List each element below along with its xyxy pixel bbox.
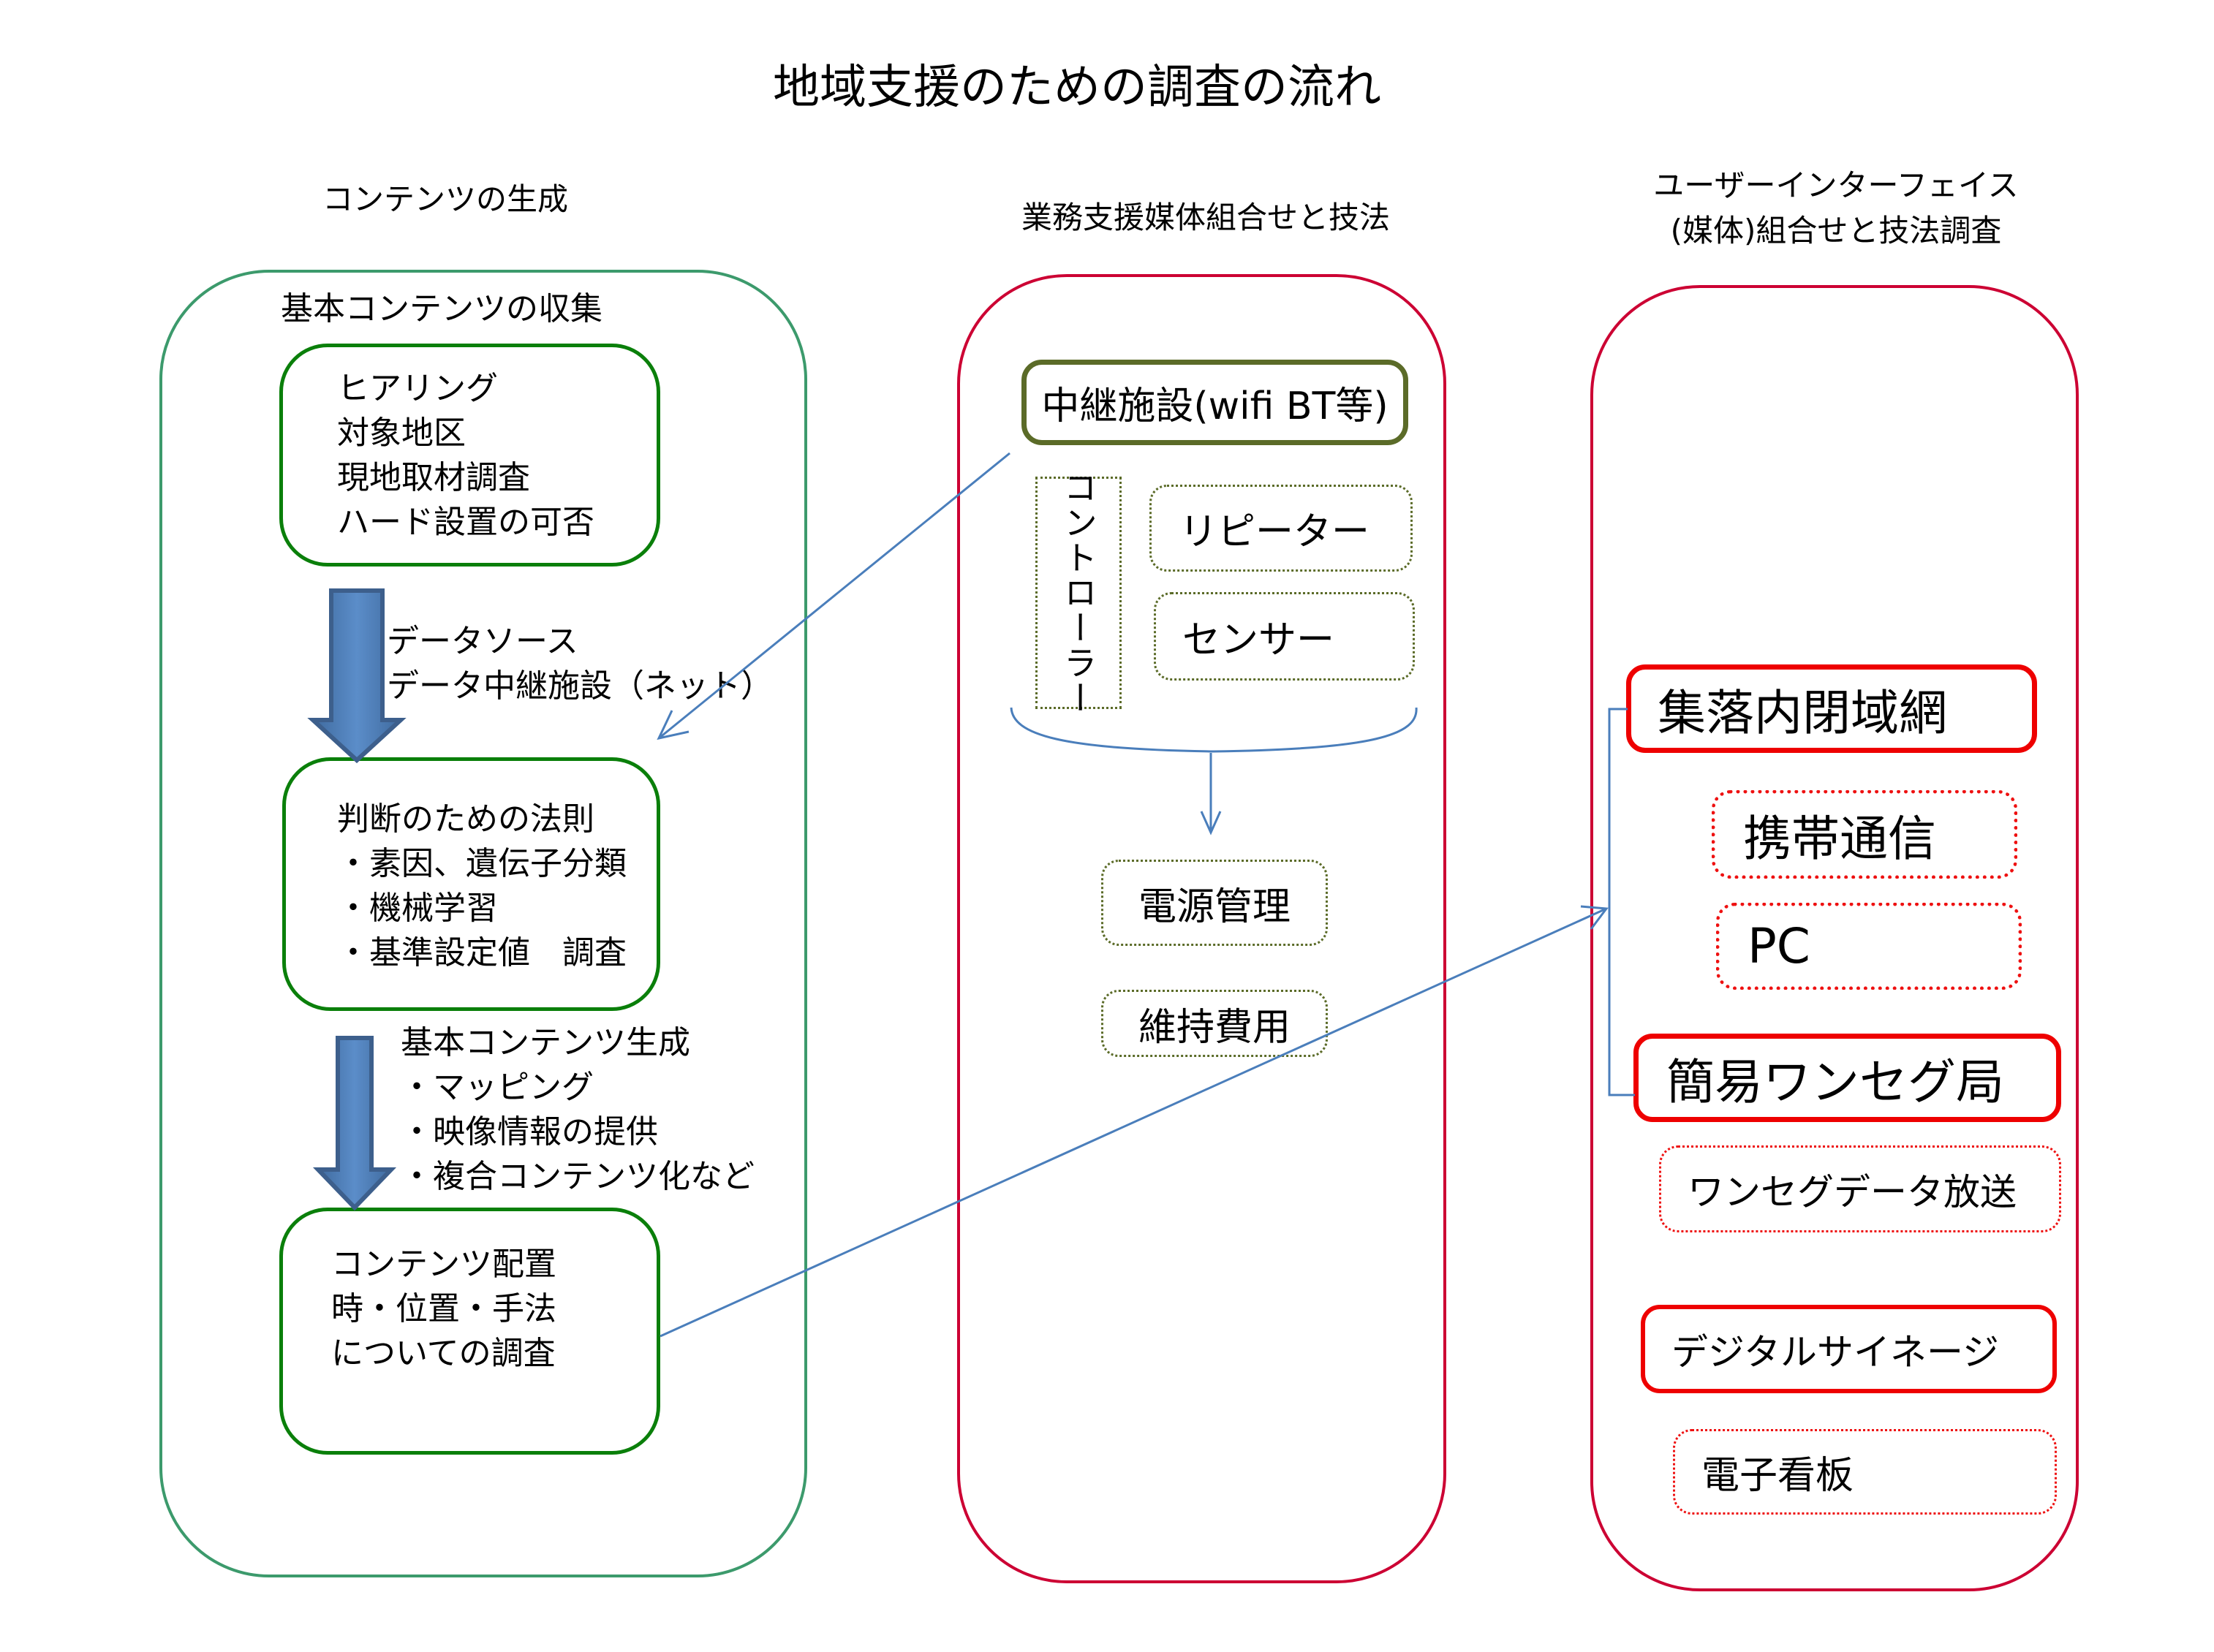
rules-box: 判断のための法則 ・素因、遺伝子分類 ・機械学習 ・基準設定値 調査 [282, 757, 660, 1011]
sensor-box: センサー [1154, 592, 1415, 681]
pc-label: PC [1748, 918, 1810, 974]
controller-box: コントローラー [1035, 470, 1122, 716]
diagram-title: 地域支援のための調査の流れ [773, 61, 1381, 115]
repeater-label: リピーター [1179, 510, 1370, 554]
collection-section-label: 基本コンテンツの収集 [281, 290, 602, 327]
relay-facility-box: 中継施設(wifi BT等) [1021, 360, 1408, 445]
mobile-comm-box: 携帯通信 [1712, 790, 2017, 879]
closed-network-box: 集落内閉域網 [1626, 664, 2037, 753]
content-column-header: コンテンツの生成 [322, 181, 568, 217]
placement-box: コンテンツ配置 時・位置・手法 についての調査 [279, 1208, 660, 1455]
maintenance-cost-box: 維持費用 [1101, 990, 1328, 1057]
oneseg-data-box: ワンセグデータ放送 [1659, 1145, 2061, 1232]
placement-line: についての調査 [331, 1335, 556, 1372]
oneseg-station-box: 簡易ワンセグ局 [1633, 1034, 2061, 1122]
rules-line: ・機械学習 [337, 890, 498, 927]
e-board-box: 電子看板 [1673, 1429, 2057, 1515]
arrow2-note-line: ・映像情報の提供 [401, 1113, 658, 1151]
digital-signage-label: デジタルサイネージ [1671, 1330, 1999, 1373]
ui-column-header-line2: (媒体)組合せと技法調査 [1670, 213, 2002, 249]
collection-line: 対象地区 [337, 414, 466, 452]
digital-signage-box: デジタルサイネージ [1641, 1305, 2057, 1393]
power-management-label: 電源管理 [1138, 884, 1291, 929]
power-management-box: 電源管理 [1101, 860, 1328, 946]
rules-line: ・基準設定値 調査 [337, 934, 627, 971]
arrow2-note-line: 基本コンテンツ生成 [401, 1024, 690, 1061]
maintenance-cost-label: 維持費用 [1138, 1005, 1291, 1050]
placement-line: 時・位置・手法 [331, 1290, 556, 1327]
closed-network-label: 集落内閉域網 [1658, 684, 1947, 741]
relay-facility-label: 中継施設(wifi BT等) [1041, 384, 1389, 428]
collection-line: ハード設置の可否 [337, 504, 594, 541]
collection-line: 現地取材調査 [337, 459, 530, 496]
placement-line: コンテンツ配置 [331, 1246, 556, 1283]
rules-line: 判断のための法則 [337, 800, 594, 838]
controller-label: コントローラー [1059, 470, 1098, 716]
repeater-box: リピーター [1149, 485, 1413, 572]
mobile-comm-label: 携帯通信 [1743, 810, 1936, 867]
e-board-label: 電子看板 [1701, 1454, 1854, 1498]
oneseg-station-label: 簡易ワンセグ局 [1666, 1053, 2004, 1110]
business-column-header: 業務支援媒体組合せと技法 [1021, 200, 1390, 235]
sensor-label: センサー [1182, 618, 1335, 662]
arrow2-note-line: ・マッピング [401, 1069, 594, 1106]
arrow1-note-line: データソース [387, 623, 578, 660]
collection-box: ヒアリング 対象地区 現地取材調査 ハード設置の可否 [279, 344, 660, 567]
pc-box: PC [1716, 903, 2022, 990]
rules-line: ・素因、遺伝子分類 [337, 845, 627, 882]
ui-column-header-line1: ユーザーインターフェイス [1653, 167, 2019, 203]
oneseg-data-label: ワンセグデータ放送 [1688, 1170, 2017, 1213]
arrow2-note-line: ・複合コンテンツ化など [401, 1158, 755, 1195]
arrow1-note-line: データ中継施設（ネット） [387, 667, 773, 705]
collection-line: ヒアリング [337, 370, 498, 407]
